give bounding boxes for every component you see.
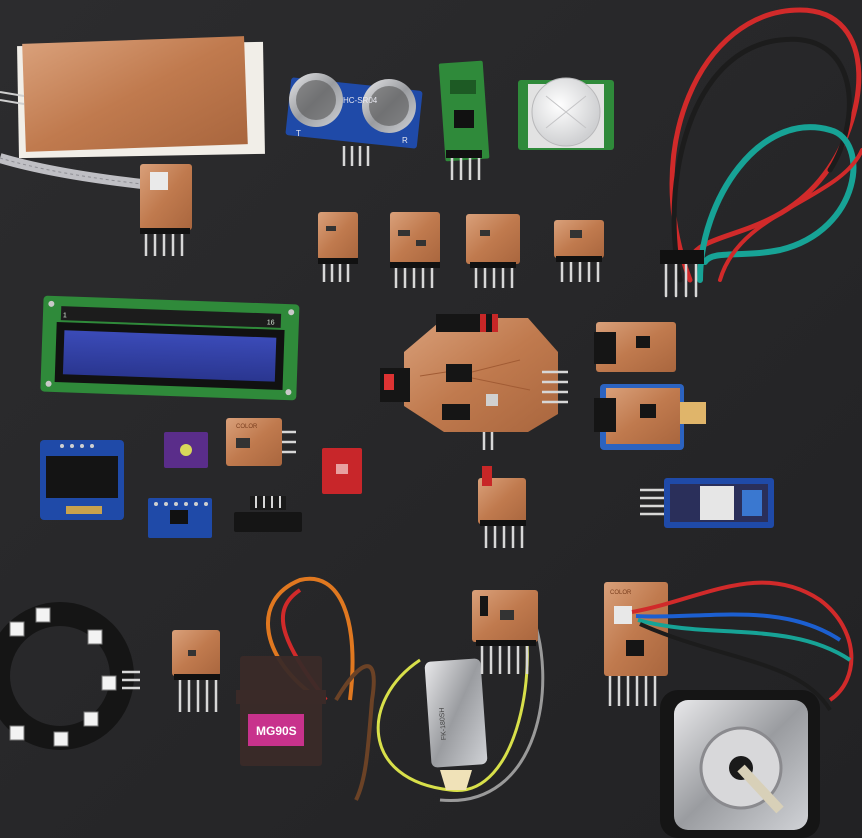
usb-programmer-boards [594, 322, 706, 450]
color-board-marking: COLOR [236, 424, 258, 430]
ultrasonic-marking: HC-SR04 [343, 96, 378, 105]
stepper-wires [631, 580, 854, 712]
connector-module [234, 496, 302, 532]
touch-sensor-module [438, 60, 490, 180]
lcd-pin-marking: 16 [267, 319, 275, 326]
servo-model-label: MG90S [256, 724, 297, 738]
copper-board-b [390, 212, 440, 288]
lcd-pin-marking-left: 1 [63, 312, 67, 319]
purple-sensor-module [164, 432, 208, 468]
servo-motor: MG90S [236, 576, 376, 801]
rgb-wire-bundle [660, 7, 862, 298]
copper-board-d [554, 220, 604, 282]
bluetooth-module [640, 478, 774, 528]
copper-board-with-header [478, 466, 526, 548]
copper-breakout-board-1 [140, 164, 192, 256]
copper-board-c [466, 214, 520, 288]
lcd-1602-display: 1 16 [40, 295, 300, 401]
ultrasonic-t-label: T [296, 129, 301, 138]
copper-board-bottom-left [172, 630, 220, 712]
stepper-driver-board: COLOR [604, 582, 668, 706]
main-controller-board [380, 314, 568, 450]
imu-sensor-module [148, 498, 212, 538]
pir-motion-sensor [518, 77, 614, 150]
color-sensor-board: COLOR [226, 418, 296, 466]
color-board-marking-2: COLOR [610, 590, 632, 596]
ultrasonic-sensor: HC-SR04 T R [285, 73, 423, 166]
neopixel-ring [0, 602, 140, 750]
motor-marking: FK-180SH [439, 707, 448, 740]
oled-display [40, 440, 124, 520]
ultrasonic-r-label: R [402, 136, 408, 145]
copper-foil-sensor [0, 36, 265, 189]
copper-board-motor-driver [472, 590, 538, 674]
red-sensor-module [322, 448, 362, 494]
stepper-motor [660, 690, 820, 838]
copper-sensor-board-row [318, 212, 604, 288]
copper-board-a [318, 212, 358, 282]
